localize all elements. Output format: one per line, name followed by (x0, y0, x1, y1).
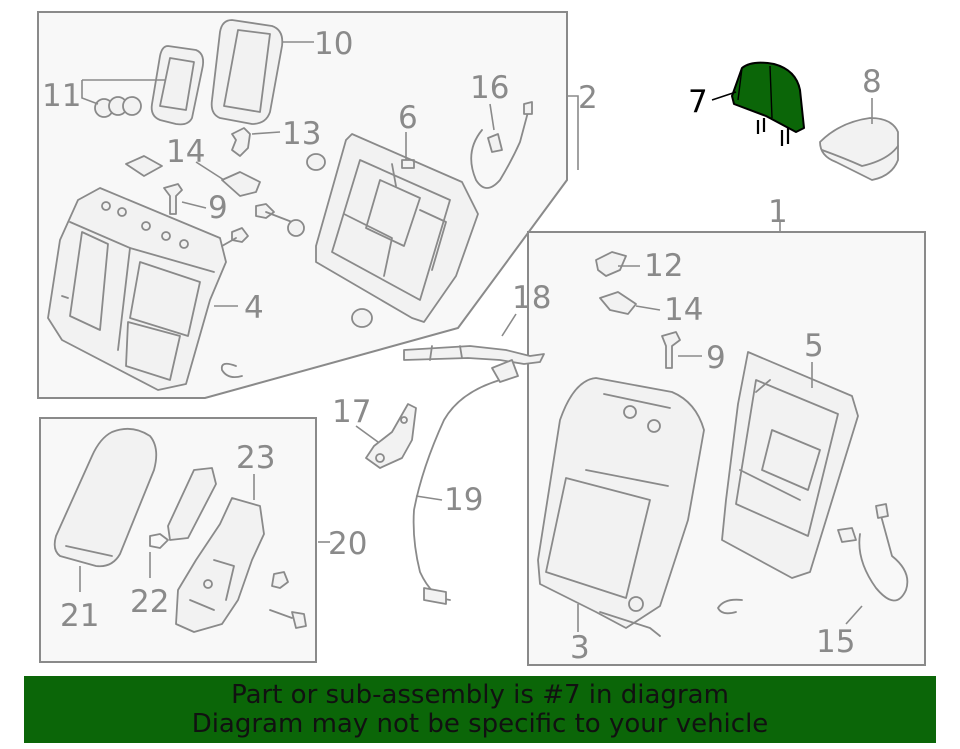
callout-2: 2 (578, 80, 598, 116)
ring-clip-lower[interactable] (717, 598, 743, 615)
callout-11: 11 (42, 78, 81, 114)
info-banner: Part or sub-assembly is #7 in diagram Di… (24, 676, 936, 743)
callout-9-lower: 9 (706, 340, 726, 376)
cable-part-18[interactable] (403, 345, 545, 365)
seatback-frame-part-6[interactable] (315, 133, 479, 323)
clip-part-12[interactable] (595, 251, 627, 277)
callout-8: 8 (862, 64, 882, 100)
callout-14-lower: 14 (664, 292, 703, 328)
release-cable-part-16[interactable] (470, 101, 533, 189)
headrest-cushion (731, 61, 805, 133)
trim-clip[interactable] (125, 155, 163, 177)
armrest-part-21[interactable] (53, 427, 158, 568)
headrest-part-7[interactable] (731, 61, 805, 146)
callout-18: 18 (512, 280, 551, 316)
callout-4: 4 (244, 290, 264, 326)
callout-1: 1 (768, 194, 788, 230)
callout-22: 22 (130, 584, 169, 620)
banner-line-1: Part or sub-assembly is #7 in diagram (231, 679, 729, 710)
headrest-posts (756, 118, 790, 146)
clip-part-13[interactable] (231, 127, 251, 157)
bracket-part-17[interactable] (365, 403, 417, 469)
ring-clip[interactable] (220, 362, 243, 379)
hinge-assembly-part-23[interactable] (175, 497, 307, 633)
headrest-pad-part-8[interactable] (819, 117, 899, 181)
bracket-part-14-lower[interactable] (599, 291, 637, 315)
callout-23: 23 (236, 440, 275, 476)
callout-7: 7 (688, 84, 708, 120)
handle-part-22[interactable] (149, 467, 217, 549)
armrest-pad-part-10[interactable] (210, 19, 284, 125)
callout-19: 19 (444, 482, 483, 518)
armrest-pad-detail (223, 29, 271, 113)
callout-labels: 1 2 3 4 5 6 7 8 9 9 10 11 12 13 14 14 15… (42, 26, 882, 666)
cupholder-bezel-part-11[interactable] (150, 45, 205, 126)
callout-15: 15 (816, 624, 855, 660)
seat-cushion-part-4[interactable] (47, 187, 227, 391)
seatback-frame-part-5[interactable] (721, 351, 859, 579)
callout-3: 3 (570, 630, 590, 666)
callout-12: 12 (644, 248, 683, 284)
release-cable-part-15[interactable] (837, 503, 909, 602)
callout-6: 6 (398, 100, 418, 136)
bracket-part-14-upper[interactable] (221, 171, 261, 197)
callout-9-upper: 9 (208, 190, 228, 226)
callout-20: 20 (328, 526, 367, 562)
cable-part-19[interactable] (412, 359, 519, 605)
callout-10: 10 (314, 26, 353, 62)
seatback-cover-part-3[interactable] (537, 377, 705, 637)
banner-line-2: Diagram may not be specific to your vehi… (191, 708, 769, 739)
callout-14-upper: 14 (166, 134, 205, 170)
cup-inserts-part-11[interactable] (94, 96, 142, 118)
callout-21: 21 (60, 598, 99, 634)
callout-13: 13 (282, 116, 321, 152)
hook-part-9-lower[interactable] (661, 331, 681, 369)
hook-part-9-upper[interactable] (163, 183, 183, 215)
callout-17: 17 (332, 394, 371, 430)
callout-5: 5 (804, 328, 824, 364)
bolts-panel-2[interactable] (221, 153, 373, 328)
callout-16: 16 (470, 70, 509, 106)
leader-lines (79, 41, 873, 632)
